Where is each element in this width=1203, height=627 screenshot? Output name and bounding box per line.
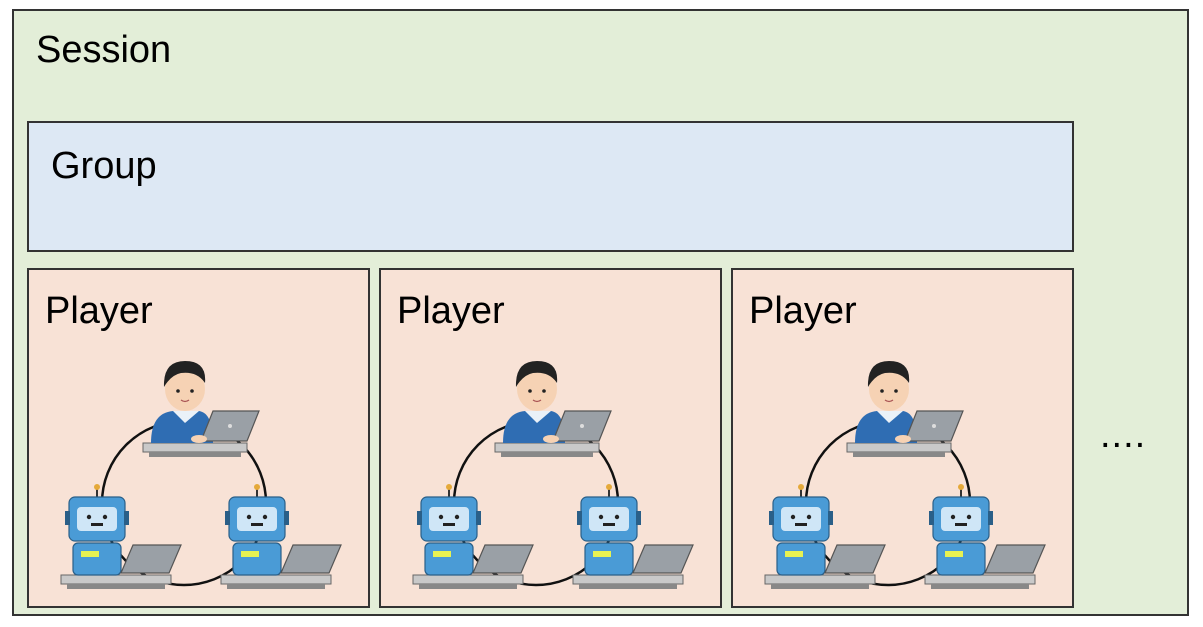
group-label: Group — [51, 145, 157, 187]
robot-player-icon — [220, 484, 342, 589]
human-player-icon — [846, 361, 964, 457]
player-scene — [60, 361, 342, 589]
player-box-2: Player — [379, 268, 722, 608]
robot-player-icon — [412, 484, 534, 589]
human-player-icon — [494, 361, 612, 457]
player-box-3: Player — [731, 268, 1074, 608]
robot-player-icon — [924, 484, 1046, 589]
robot-player-icon — [60, 484, 182, 589]
robot-player-icon — [572, 484, 694, 589]
player-label: Player — [397, 290, 505, 332]
more-players-ellipsis: .... — [1100, 414, 1147, 456]
group-container: Group — [27, 121, 1074, 252]
player-box-1: Player — [27, 268, 370, 608]
player-label: Player — [45, 290, 153, 332]
player-label: Player — [749, 290, 857, 332]
player-scene — [764, 361, 1046, 589]
robot-player-icon — [764, 484, 886, 589]
session-label: Session — [36, 29, 172, 71]
human-player-icon — [142, 361, 260, 457]
player-scene — [412, 361, 694, 589]
